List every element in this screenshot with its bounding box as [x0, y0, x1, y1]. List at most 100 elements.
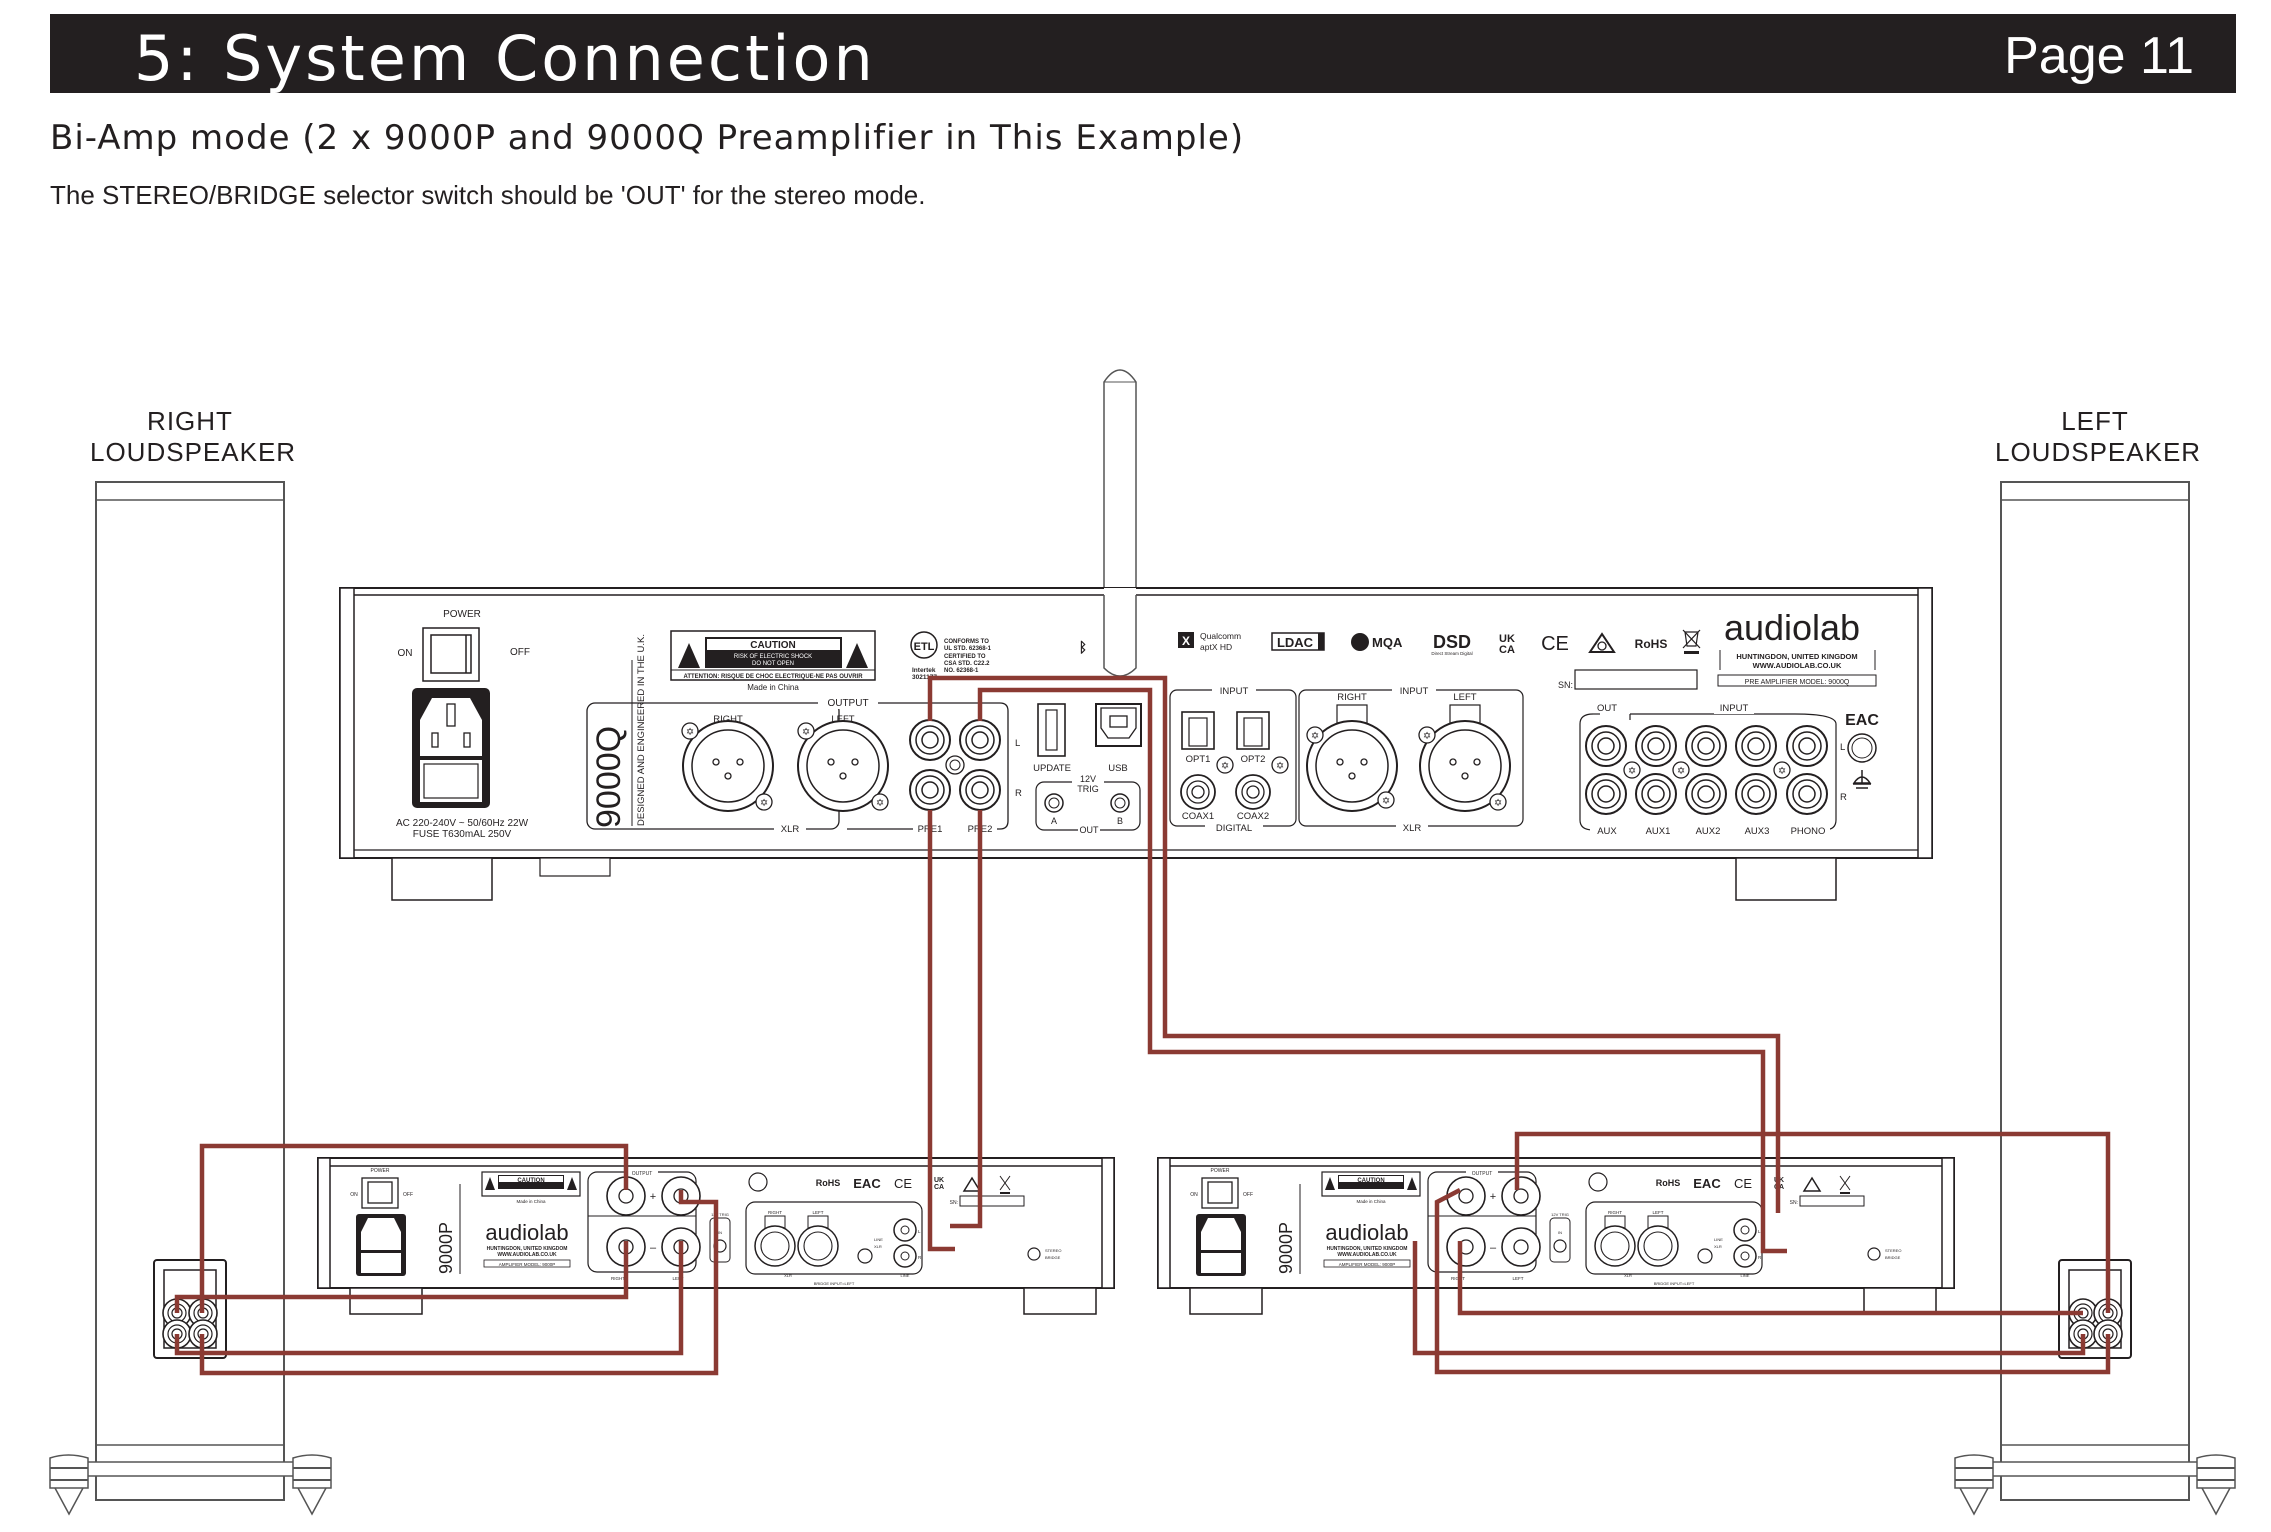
etl-text-5: NO. 62368-1	[944, 668, 979, 674]
usb-update-port[interactable]	[1037, 703, 1066, 757]
amp-xlr-select-label: XLR	[1714, 1244, 1722, 1249]
warning-triangle-icon	[1325, 1177, 1335, 1190]
phono-in-left[interactable]	[1786, 725, 1828, 767]
power-switch[interactable]	[422, 627, 480, 682]
ground-terminal[interactable]	[1847, 733, 1877, 763]
rca-r-label: R	[1840, 792, 1847, 803]
weee-bar	[1840, 1192, 1850, 1194]
binding-post-left-plus[interactable]	[1501, 1176, 1541, 1216]
coax2-input[interactable]	[1235, 774, 1271, 810]
pre2-left-rca[interactable]	[959, 719, 1001, 761]
aux3-in-left[interactable]	[1735, 725, 1777, 767]
amp-stereo-label: STEREO	[1885, 1248, 1901, 1253]
amp-trig-label: 12V TRIG	[711, 1212, 729, 1217]
amp-input-select-switch[interactable]	[857, 1248, 873, 1264]
aux2-in-left[interactable]	[1685, 725, 1727, 767]
amp-xlr-ring	[803, 1231, 833, 1261]
amp-xlr-left-label: LEFT	[1652, 1210, 1663, 1215]
coax1-input[interactable]	[1180, 774, 1216, 810]
usb-b-port[interactable]	[1095, 703, 1142, 747]
optical-input-1[interactable]	[1181, 711, 1215, 750]
warning-triangle-icon	[485, 1177, 495, 1190]
amp-line-l-label: L	[1758, 1229, 1761, 1234]
stereo-bridge-switch[interactable]	[1867, 1247, 1881, 1261]
rcm-mark-icon	[1588, 632, 1616, 653]
fuse-rating: FUSE T630mAL 250V	[413, 829, 512, 840]
xlr-input-xlr-label: XLR	[1403, 823, 1422, 834]
aux-out-left[interactable]	[1585, 725, 1627, 767]
amp-input-panel	[745, 1201, 923, 1275]
amp-xlr-label: XLR	[784, 1273, 792, 1278]
amp-line-input-left[interactable]	[1733, 1218, 1757, 1242]
svg-text:ETL: ETL	[914, 641, 935, 653]
header-bar: 5: System Connection Page 11	[50, 14, 2236, 95]
aux1-in-left[interactable]	[1635, 725, 1677, 767]
aux2-in-right[interactable]	[1685, 773, 1727, 815]
amp-left-label: LEFT	[1512, 1276, 1523, 1281]
amp-switch-rocker	[367, 1181, 393, 1204]
etl-text-2: UL STD. 62368-1	[944, 646, 992, 652]
amp-trig-in-label: IN	[718, 1230, 722, 1235]
amp-line-l-label: L	[918, 1229, 921, 1234]
pre2-right-rca[interactable]	[959, 769, 1001, 811]
amp-trig-jack[interactable]	[1553, 1239, 1567, 1253]
amp-bridge-input-label: BRIDGE INPUT=LEFT	[814, 1281, 855, 1286]
amp-brand-logo: audiolab	[1325, 1220, 1408, 1245]
ldac-logo: LDAC	[1271, 632, 1325, 651]
amp-address-1: HUNTINGDON, UNITED KINGDOM	[487, 1246, 568, 1252]
amp-output-label: OUTPUT	[1472, 1171, 1493, 1177]
amp-model-vertical: 9000P	[1276, 1222, 1296, 1274]
cable-pre2-left	[977, 687, 1787, 1254]
pre1-left-rca[interactable]	[909, 719, 951, 761]
digital-input-label: INPUT	[1220, 686, 1249, 697]
amp-input-select-switch[interactable]	[1697, 1248, 1713, 1264]
xlr-right-label: RIGHT	[713, 714, 743, 725]
optical-input-2[interactable]	[1236, 711, 1270, 750]
aux1-in-right[interactable]	[1635, 773, 1677, 815]
model-vertical-label: 9000Q	[590, 726, 628, 828]
binding-post-left-minus[interactable]	[1501, 1227, 1541, 1267]
trigger-out-b-jack[interactable]	[1110, 793, 1130, 813]
amp-address-2: WWW.AUDIOLAB.CO.UK	[497, 1252, 557, 1258]
amp-ce: CE	[894, 1176, 912, 1191]
amp-model-plate-box	[1323, 1259, 1411, 1268]
spike-foot-icon	[292, 1454, 332, 1516]
opt1-label: OPT1	[1186, 754, 1211, 765]
stereo-bridge-switch[interactable]	[1027, 1247, 1041, 1261]
aux-out-right[interactable]	[1585, 773, 1627, 815]
amp-serial-box	[1799, 1195, 1865, 1207]
power-label: POWER	[443, 609, 481, 620]
cable-pre1-right	[927, 810, 955, 1252]
cable-ra-right-minus	[174, 1241, 629, 1313]
amp-line-input-right[interactable]	[1733, 1244, 1757, 1268]
amp-xlr-ring	[760, 1231, 790, 1261]
phono-in-right[interactable]	[1786, 773, 1828, 815]
cable-ra-right-plus	[199, 1143, 629, 1313]
amp-output-label: OUTPUT	[632, 1171, 653, 1177]
power-on-label: ON	[398, 648, 413, 659]
amp-xlr-right-label: RIGHT	[1608, 1210, 1622, 1215]
section-subtitle: Bi-Amp mode (2 x 9000P and 9000Q Preampl…	[50, 118, 1245, 158]
amp-power-label: POWER	[371, 1168, 390, 1174]
amp-foot	[1023, 1287, 1097, 1315]
amp-rohs: RoHS	[1656, 1178, 1681, 1188]
amp-line-input-right[interactable]	[893, 1244, 917, 1268]
pre1-right-rca[interactable]	[909, 769, 951, 811]
binding-post-right-minus[interactable]	[1446, 1227, 1486, 1267]
pre-r-label: R	[1015, 788, 1022, 799]
caution-sub1: RISK OF ELECTRIC SHOCK	[734, 654, 812, 660]
left-speaker-label-line1: LEFT	[2061, 406, 2129, 436]
trigger-out-a-jack[interactable]	[1044, 793, 1064, 813]
speaker-terminal-panel	[153, 1259, 227, 1359]
amp-caution-title-bg	[1339, 1176, 1403, 1182]
amp-model-plate: AMPLIFIER MODEL: 9000P	[1339, 1262, 1396, 1267]
spike-foot-icon	[49, 1454, 89, 1516]
amp-line-input-left[interactable]	[893, 1218, 917, 1242]
amp-side-left	[317, 1157, 331, 1289]
aux3-in-right[interactable]	[1735, 773, 1777, 815]
caution-label: CAUTION RISK OF ELECTRIC SHOCK DO NOT OP…	[670, 630, 876, 681]
amp-ukca-2: CA	[934, 1184, 944, 1191]
amp-output-label-bg	[626, 1168, 658, 1176]
amp-model-vertical: 9000P	[436, 1222, 456, 1274]
